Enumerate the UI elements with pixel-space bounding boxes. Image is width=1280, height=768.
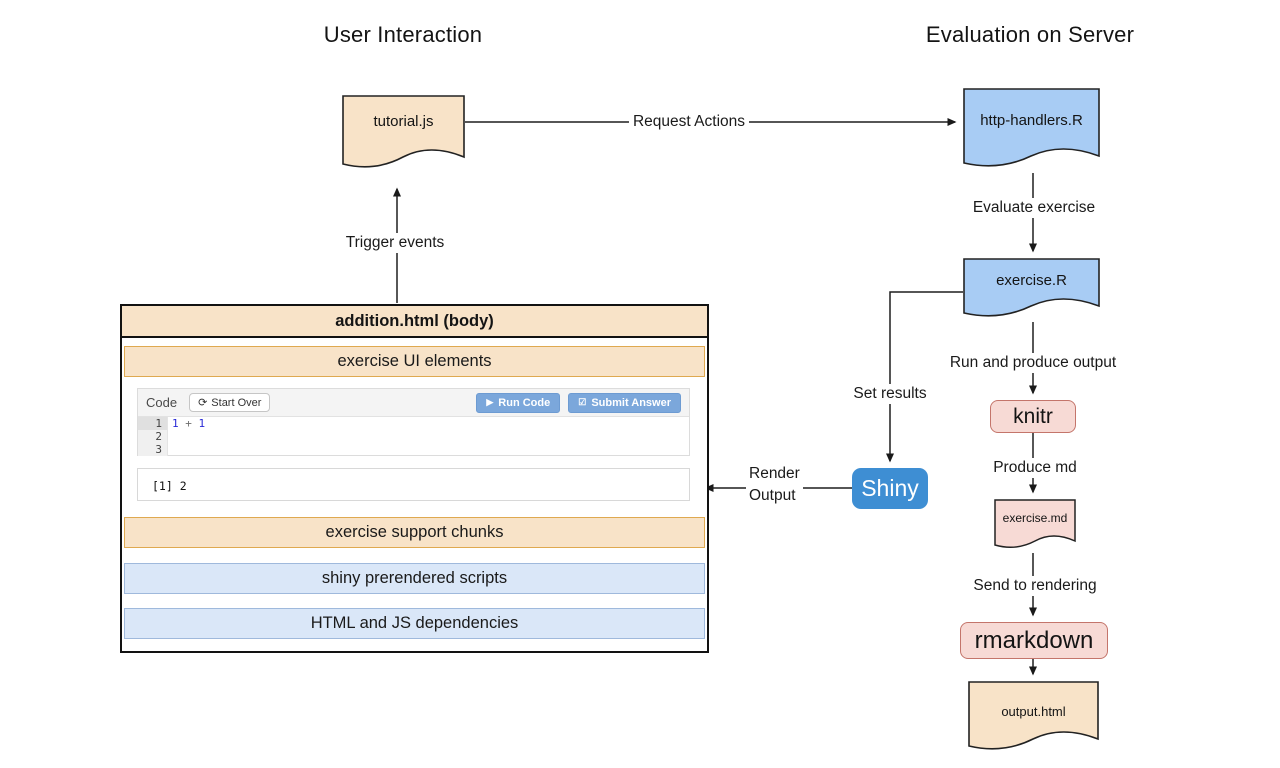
code-token: 1 bbox=[172, 417, 179, 430]
run-code-button-label: Run Code bbox=[498, 396, 551, 409]
code-label: Code bbox=[146, 395, 178, 410]
node-label: tutorial.js bbox=[373, 113, 434, 130]
node-label: http-handlers.R bbox=[980, 112, 1083, 129]
submit-icon: ☑ bbox=[578, 397, 587, 407]
node-exercise-r: exercise.R bbox=[963, 258, 1100, 324]
edge-label-render-output-line1: Render bbox=[749, 465, 800, 482]
node-label: exercise.md bbox=[1002, 511, 1068, 525]
code-editor[interactable]: 1 2 3 1 + 1 bbox=[138, 417, 689, 456]
node-output-html: output.html bbox=[968, 681, 1099, 757]
node-label: output.html bbox=[1001, 704, 1066, 719]
edge-label-set-results: Set results bbox=[849, 384, 931, 404]
bar-html-js-dependencies: HTML and JS dependencies bbox=[124, 608, 705, 639]
line-number: 2 bbox=[155, 430, 162, 443]
line-number: 3 bbox=[155, 443, 162, 456]
document-shape-icon bbox=[968, 681, 1099, 750]
node-label: rmarkdown bbox=[974, 626, 1094, 654]
exercise-widget: Code ⟳ Start Over ▶ Run Code ☑ Submit An… bbox=[137, 388, 690, 456]
edge-label-trigger-events: Trigger events bbox=[341, 233, 449, 253]
edge-label-evaluate-exercise: Evaluate exercise bbox=[968, 198, 1100, 218]
document-shape-icon bbox=[963, 88, 1100, 167]
editor-gutter: 1 2 3 bbox=[138, 417, 168, 456]
node-shiny: Shiny bbox=[852, 468, 928, 509]
bar-exercise-support-chunks: exercise support chunks bbox=[124, 517, 705, 548]
code-token: 1 bbox=[198, 417, 206, 430]
node-label: Shiny bbox=[861, 475, 919, 501]
node-rmarkdown: rmarkdown bbox=[960, 622, 1108, 659]
document-shape-icon bbox=[963, 258, 1100, 317]
node-knitr: knitr bbox=[990, 400, 1076, 433]
edge-label-render-output-line2: Output bbox=[749, 487, 796, 504]
edge-label-request-actions: Request Actions bbox=[628, 112, 750, 132]
page-box-title: addition.html (body) bbox=[122, 306, 707, 338]
run-icon: ▶ bbox=[486, 397, 494, 407]
node-label: exercise.R bbox=[996, 272, 1067, 289]
editor-code-area[interactable]: 1 + 1 bbox=[168, 417, 689, 456]
node-label: knitr bbox=[1013, 404, 1053, 428]
exercise-toolbar: Code ⟳ Start Over ▶ Run Code ☑ Submit An… bbox=[138, 389, 689, 417]
exercise-output: [1] 2 bbox=[137, 468, 690, 501]
document-shape-icon bbox=[994, 499, 1076, 548]
edge-label-send-to-rendering: Send to rendering bbox=[969, 576, 1101, 596]
code-line: 1 + 1 bbox=[172, 417, 689, 430]
edge-label-run-produce-output: Run and produce output bbox=[945, 353, 1121, 373]
bar-exercise-ui-elements: exercise UI elements bbox=[124, 346, 705, 377]
node-exercise-md: exercise.md bbox=[994, 499, 1076, 555]
code-token: + bbox=[178, 417, 199, 430]
node-http-handlers: http-handlers.R bbox=[963, 88, 1100, 174]
code-line bbox=[172, 430, 689, 443]
edge-label-render-output: Render Output bbox=[746, 463, 803, 507]
title-user-interaction: User Interaction bbox=[323, 22, 483, 47]
bar-shiny-prerendered-scripts: shiny prerendered scripts bbox=[124, 563, 705, 594]
edge-label-produce-md: Produce md bbox=[989, 458, 1081, 478]
refresh-icon: ⟳ bbox=[198, 397, 208, 409]
edge-set-results bbox=[886, 291, 963, 463]
submit-answer-button[interactable]: ☑ Submit Answer bbox=[568, 392, 681, 413]
document-shape-icon bbox=[342, 95, 465, 168]
title-evaluation-on-server: Evaluation on Server bbox=[925, 22, 1135, 47]
submit-answer-button-label: Submit Answer bbox=[591, 396, 671, 409]
start-over-button[interactable]: ⟳ Start Over bbox=[189, 393, 271, 412]
start-over-button-label: Start Over bbox=[211, 396, 262, 409]
node-tutorial-js: tutorial.js bbox=[342, 95, 465, 175]
page-box-addition-html: addition.html (body) exercise UI element… bbox=[120, 304, 709, 653]
run-code-button[interactable]: ▶ Run Code bbox=[476, 392, 561, 413]
code-line bbox=[172, 443, 689, 456]
line-number: 1 bbox=[138, 417, 167, 430]
